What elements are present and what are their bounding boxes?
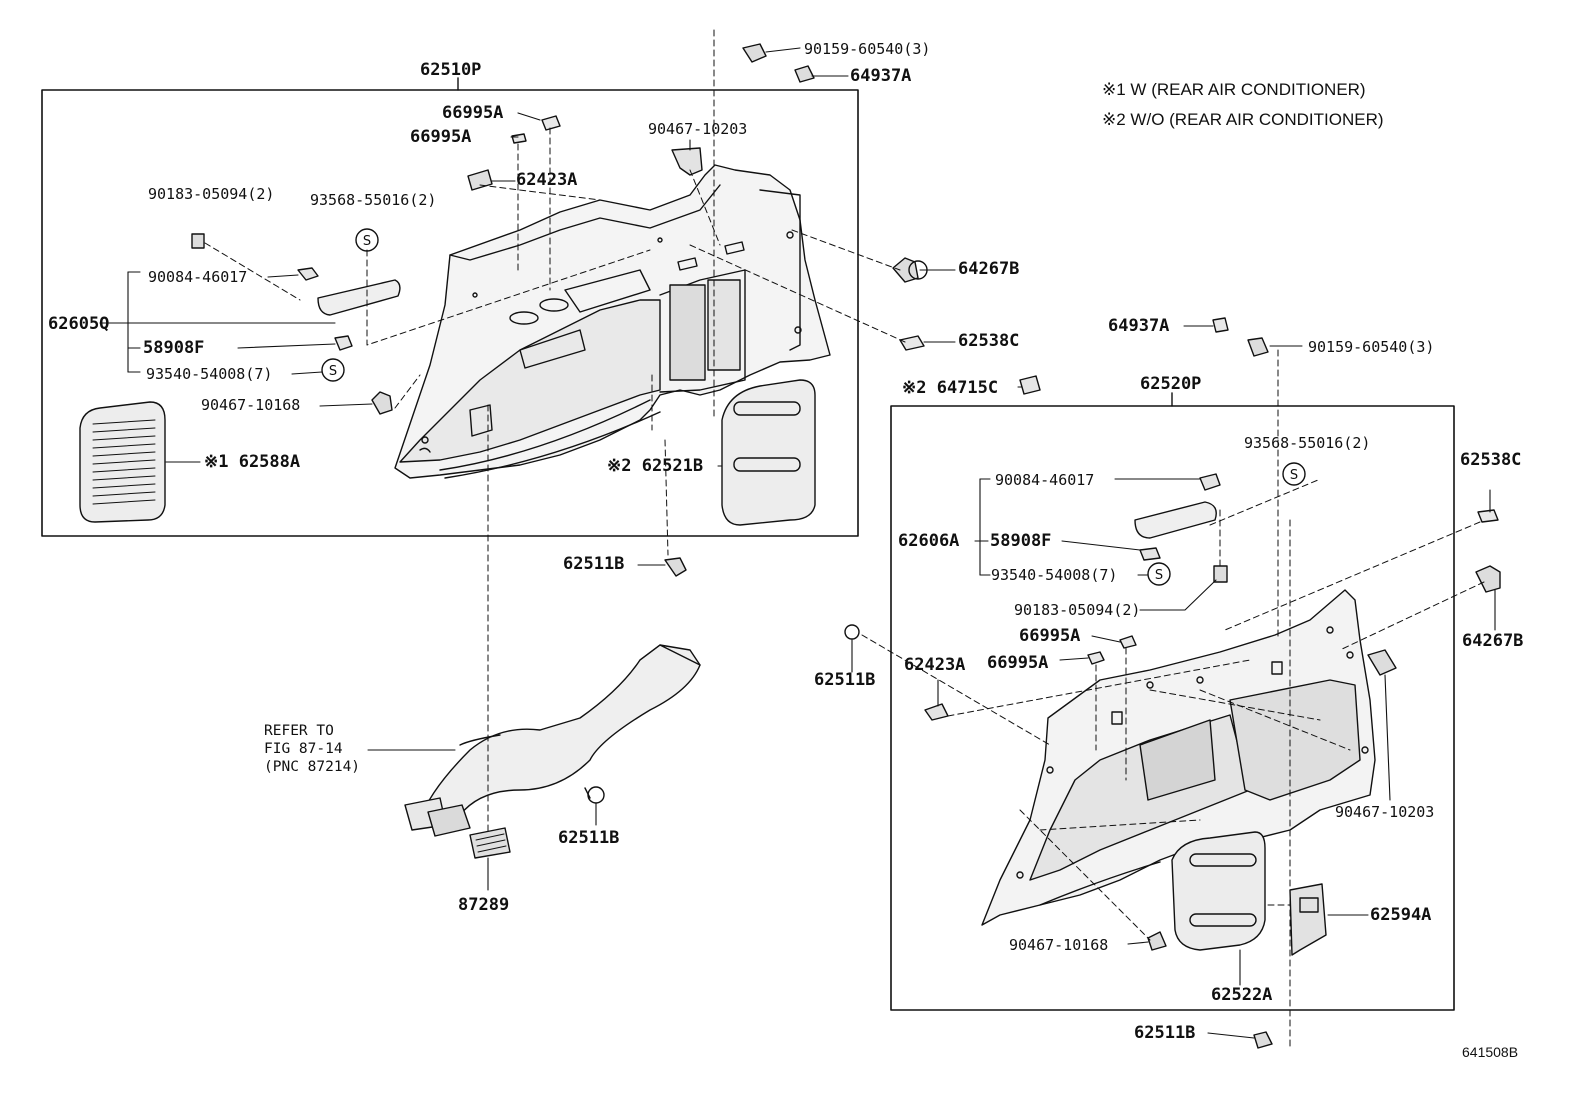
part-label: 62511B (563, 554, 625, 574)
part-label: ※2 62521B (607, 456, 704, 476)
part-label: 90084-46017 (995, 471, 1095, 489)
part-label: 90159-60540(3) (1308, 338, 1435, 356)
part-label: 62606A (898, 531, 960, 551)
part-label: 64267B (958, 259, 1020, 279)
part-label: 93568-55016(2) (1244, 434, 1371, 452)
part-label: 62522A (1211, 985, 1273, 1005)
part-label: 62538C (1460, 450, 1522, 470)
speaker-grille-62588A (80, 402, 165, 522)
part-label: ※1 62588A (204, 452, 301, 472)
part-label: 62511B (558, 828, 620, 848)
part-label: 90467-10168 (1009, 936, 1109, 954)
part-label: 93540-54008(7) (146, 365, 273, 383)
part-label: 62511B (814, 670, 876, 690)
part-label: 64937A (850, 66, 912, 86)
svg-text:S: S (1290, 468, 1298, 483)
svg-text:S: S (329, 364, 337, 379)
group-label-62520P: 62520P (1140, 374, 1202, 394)
part-label: 58908F (143, 338, 205, 358)
part-label: 90467-10203 (648, 120, 748, 138)
part-label: 90159-60540(3) (804, 40, 931, 58)
part-label: 62423A (904, 655, 966, 675)
part-label: 62594A (1370, 905, 1432, 925)
part-label: 90084-46017 (148, 268, 248, 286)
note-1: ※1 W (REAR AIR CONDITIONER) (1102, 80, 1366, 99)
part-label: 93568-55016(2) (310, 191, 437, 209)
part-label: 66995A (442, 103, 504, 123)
part-label: 90183-05094(2) (148, 185, 275, 203)
part-label: 90467-10168 (201, 396, 301, 414)
part-label: 62423A (516, 170, 578, 190)
part-label: 62538C (958, 331, 1020, 351)
part-label: 66995A (1019, 626, 1081, 646)
note-2: ※2 W/O (REAR AIR CONDITIONER) (1102, 110, 1384, 129)
part-label: 64267B (1462, 631, 1524, 651)
part-label: 66995A (410, 127, 472, 147)
part-label: 90183-05094(2) (1014, 601, 1141, 619)
part-label: 66995A (987, 653, 1049, 673)
part-label: 58908F (990, 531, 1052, 551)
part-label: 87289 (458, 895, 510, 915)
part-label: ※2 64715C (902, 378, 999, 398)
svg-text:S: S (363, 234, 371, 249)
air-duct (405, 645, 700, 858)
part-label: 90467-10203 (1335, 803, 1435, 821)
left-quarter-trim-panel (395, 165, 830, 478)
diagram-code: 641508B (1462, 1044, 1519, 1060)
refer-note: REFER TO FIG 87-14 (PNC 87214) (264, 723, 361, 775)
cover-panel-62522A (1172, 832, 1265, 950)
part-label: 62511B (1134, 1023, 1196, 1043)
left-group-frame (42, 90, 858, 536)
part-label: 93540-54008(7) (991, 566, 1118, 584)
cover-panel-62521B (722, 380, 815, 525)
svg-text:S: S (1155, 568, 1163, 583)
group-label-62510P: 62510P (420, 60, 482, 80)
part-label: 64937A (1108, 316, 1170, 336)
part-label: 62605Q (48, 314, 110, 334)
